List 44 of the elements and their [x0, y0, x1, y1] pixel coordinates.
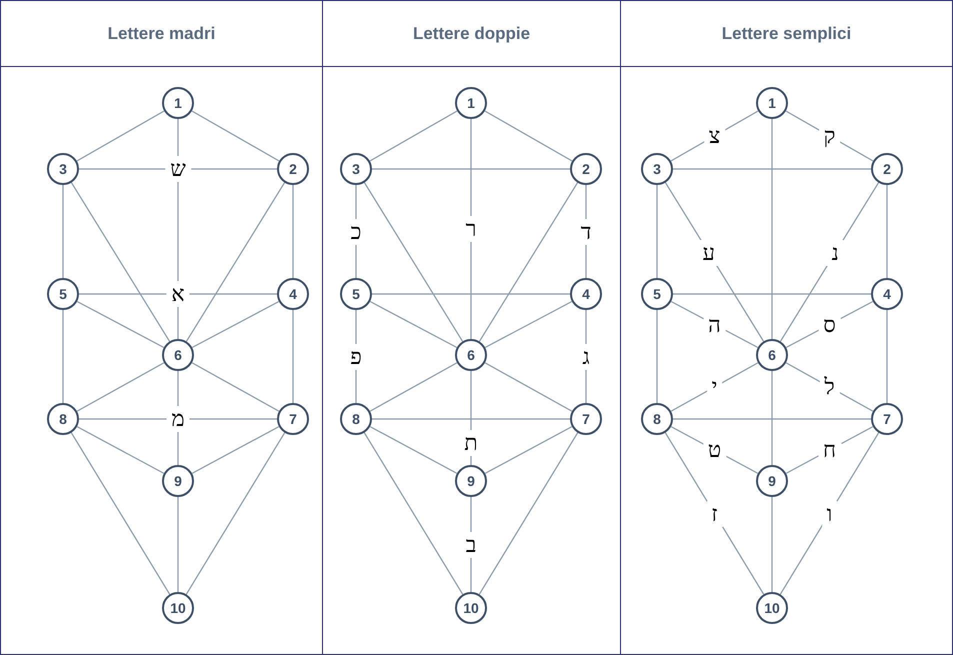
edge-label: ו — [822, 500, 838, 526]
connector-line — [292, 185, 294, 278]
connector-line — [177, 497, 179, 592]
connector-line — [372, 293, 570, 295]
connector-line — [656, 310, 658, 403]
connector-line — [192, 426, 280, 474]
edge-label: ז — [706, 500, 723, 526]
connector-line — [886, 310, 888, 403]
connector-line — [470, 119, 472, 339]
connector-line — [484, 110, 572, 162]
connector-line — [370, 362, 458, 412]
panel-heading: Lettere semplici — [722, 22, 852, 45]
connector-line — [484, 426, 572, 474]
edge-label: ש — [165, 156, 191, 182]
edge-label: נ — [826, 240, 844, 266]
connector-line — [76, 110, 164, 162]
edge-label: מ — [166, 406, 190, 432]
connector-line — [370, 426, 458, 474]
connector-line — [292, 310, 294, 403]
connector-line — [76, 426, 164, 474]
panel-heading: Lettere doppie — [412, 22, 530, 45]
panel — [1, 1, 323, 654]
connector-line — [79, 418, 277, 420]
connector-line — [76, 362, 164, 412]
connector-line — [62, 310, 64, 403]
connector-line — [192, 110, 280, 162]
connector-line — [673, 293, 871, 295]
connector-line — [673, 168, 871, 170]
connector-line — [372, 418, 570, 420]
connector-line — [771, 497, 773, 592]
connector-line — [62, 185, 64, 278]
connector-line — [192, 362, 280, 412]
connector-line — [673, 418, 871, 420]
connector-line — [771, 371, 773, 465]
panel-heading: Lettere madri — [108, 22, 216, 45]
connector-line — [79, 293, 277, 295]
connector-line — [771, 119, 773, 339]
connector-line — [372, 168, 570, 170]
connector-line — [656, 185, 658, 278]
connector-line — [484, 362, 572, 412]
edge-label: א — [166, 281, 190, 307]
connector-line — [370, 110, 458, 162]
connector-line — [886, 185, 888, 278]
edge-label: ע — [698, 240, 720, 266]
